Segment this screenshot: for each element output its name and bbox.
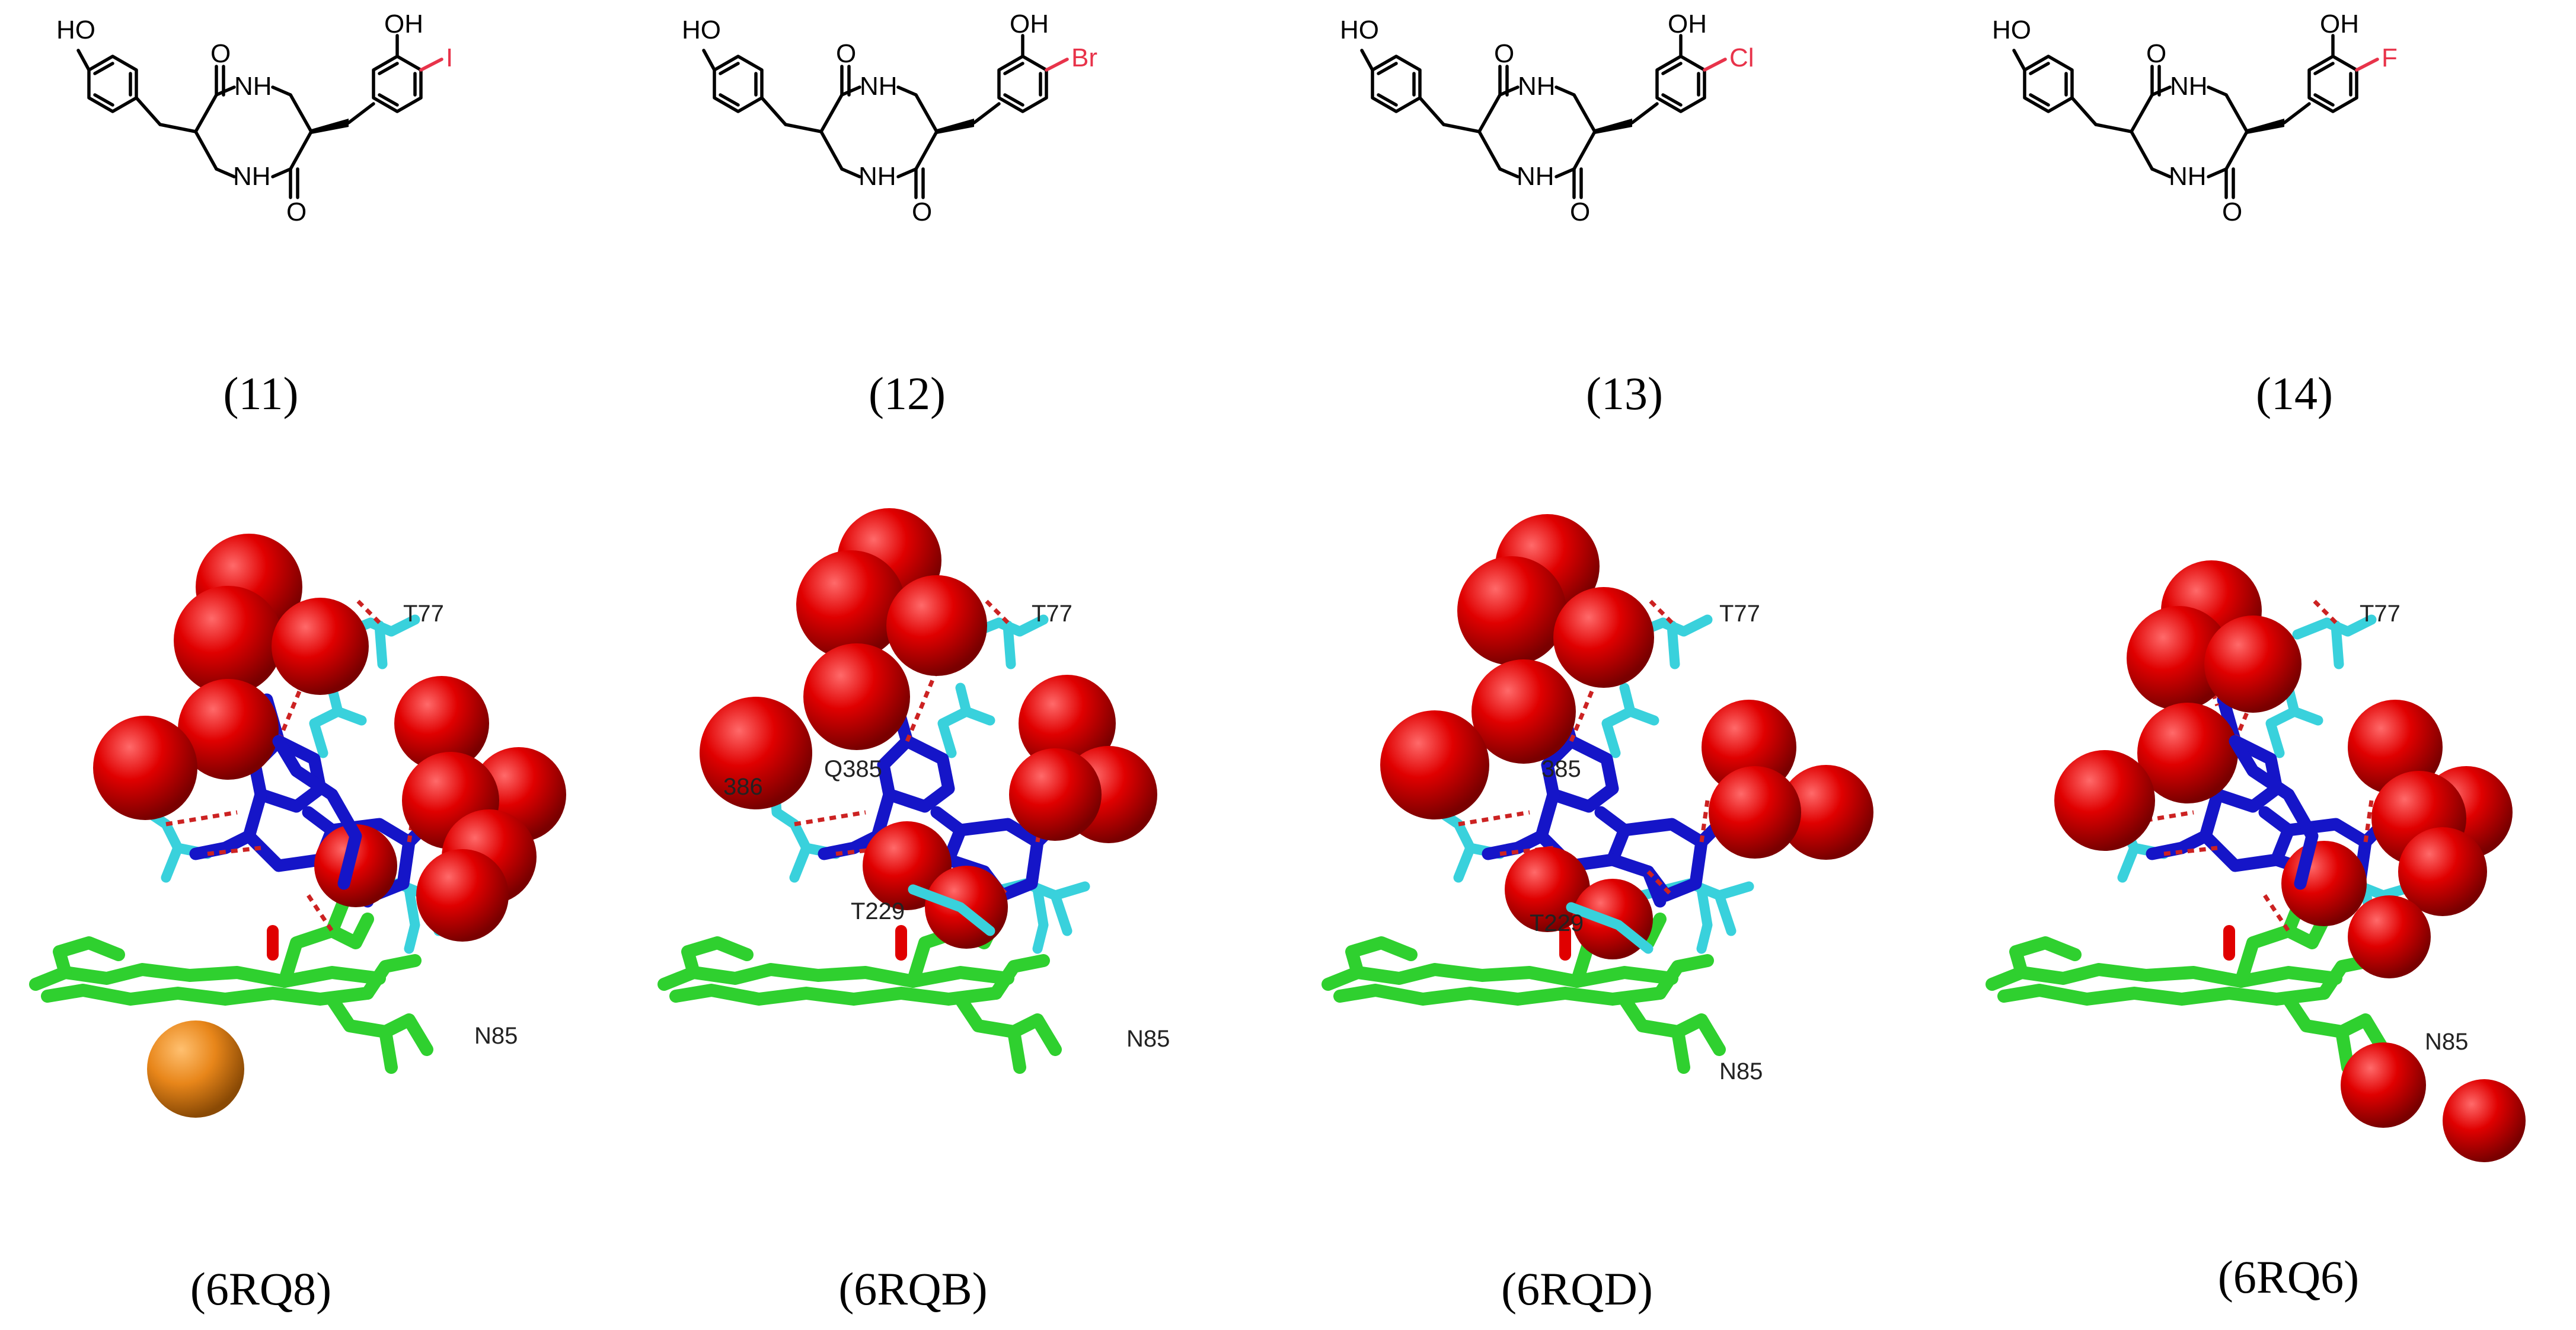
structure-label-6RQD: (6RQD) (1501, 1263, 1653, 1315)
water-sphere (178, 679, 279, 780)
residue-label: Q385 (824, 756, 882, 782)
water-sphere (2443, 1079, 2526, 1162)
oh-label: OH (384, 9, 423, 39)
compound-panel-11: HO OH NH NH O O I (56, 9, 453, 227)
complex-panel-6RQ6: T77 N85 (1992, 560, 2526, 1162)
water-sphere (2348, 895, 2431, 978)
nh-label: NH (233, 162, 271, 191)
water-sphere (1779, 765, 1873, 860)
residue-label: T229 (851, 898, 905, 924)
structure-label-6RQ8: (6RQ8) (190, 1263, 331, 1315)
complex-panel-6RQ8: T77 N85 (36, 534, 566, 1118)
water-sphere (1019, 675, 1116, 772)
oh-label: OH (1010, 9, 1049, 39)
water-sphere (314, 824, 397, 907)
carbonyl-o-label: O (286, 197, 307, 227)
oh-label: OH (1668, 9, 1707, 39)
carbonyl-o-label: O (836, 39, 856, 68)
structure-label-6RQ6: (6RQ6) (2218, 1251, 2359, 1303)
residue-label: N85 (474, 1023, 518, 1049)
residue-label: N85 (1719, 1058, 1763, 1085)
complex-panel-6RQB: T77 Q385 386 T229 N85 (664, 508, 1170, 1067)
ho-label: HO (682, 15, 721, 44)
water-sphere (2398, 827, 2487, 916)
water-sphere (700, 697, 812, 809)
carbonyl-o-label: O (1570, 197, 1590, 227)
water-sphere (863, 821, 952, 910)
water-sphere (2341, 1042, 2426, 1128)
water-sphere (272, 598, 369, 695)
nh-label: NH (1518, 72, 1556, 101)
halogen-label: F (2382, 43, 2398, 72)
halogen-label: Cl (1729, 43, 1754, 72)
compound-panel-12: HO OH NH NH O O Br (682, 9, 1097, 227)
residue-label: T229 (1530, 910, 1584, 936)
carbonyl-o-label: O (2222, 197, 2242, 227)
water-sphere (1553, 587, 1654, 688)
residue-label: T77 (2360, 601, 2401, 627)
halogen-label: Br (1071, 43, 1097, 72)
ho-label: HO (1992, 15, 2031, 44)
water-sphere (2054, 750, 2155, 851)
residue-label: T77 (403, 601, 444, 627)
structure-label-6RQB: (6RQB) (838, 1263, 987, 1315)
residue-label: T77 (1719, 601, 1760, 627)
water-sphere (1457, 556, 1566, 665)
residue-label: N85 (2425, 1029, 2468, 1055)
residue-label: 386 (723, 774, 763, 800)
ho-label: HO (1340, 15, 1379, 44)
water-sphere (796, 550, 905, 659)
compound-panel-14: HO OH NH NH O O F (1992, 9, 2398, 227)
compound-panel-13: HO OH NH NH O O Cl (1340, 9, 1754, 227)
nh-label: NH (858, 162, 896, 191)
carbonyl-o-label: O (912, 197, 932, 227)
complex-panel-6RQD: T77 385 T229 N85 (1328, 514, 1873, 1085)
water-sphere (394, 676, 489, 771)
carbonyl-o-label: O (2146, 39, 2166, 68)
ho-label: HO (56, 15, 95, 44)
nh-label: NH (860, 72, 898, 101)
halogen-label: I (446, 43, 453, 72)
water-sphere (1709, 766, 1801, 859)
compound-label-11: (11) (223, 368, 298, 419)
oh-label: OH (2320, 9, 2359, 39)
nh-label: NH (2170, 72, 2208, 101)
residue-label: T77 (1032, 601, 1072, 627)
carbonyl-o-label: O (210, 39, 231, 68)
water-sphere (2127, 606, 2231, 710)
water-sphere (886, 575, 987, 676)
water-sphere (416, 849, 509, 942)
water-sphere (1380, 710, 1489, 819)
water-sphere (1009, 748, 1102, 841)
nh-label: NH (234, 72, 272, 101)
heme-iron-sphere (147, 1020, 244, 1118)
carbonyl-o-label: O (1494, 39, 1514, 68)
water-sphere (93, 716, 197, 820)
compound-label-14: (14) (2256, 368, 2333, 419)
nh-label: NH (1517, 162, 1554, 191)
water-sphere (2137, 703, 2238, 803)
compound-label-12: (12) (869, 368, 946, 419)
compound-label-13: (13) (1586, 368, 1663, 419)
nh-label: NH (2169, 162, 2207, 191)
water-sphere (174, 586, 283, 695)
residue-label: 385 (1541, 756, 1581, 782)
water-sphere (803, 643, 910, 750)
water-sphere (1471, 659, 1576, 764)
water-sphere (2204, 615, 2302, 713)
residue-label: N85 (1126, 1026, 1170, 1052)
